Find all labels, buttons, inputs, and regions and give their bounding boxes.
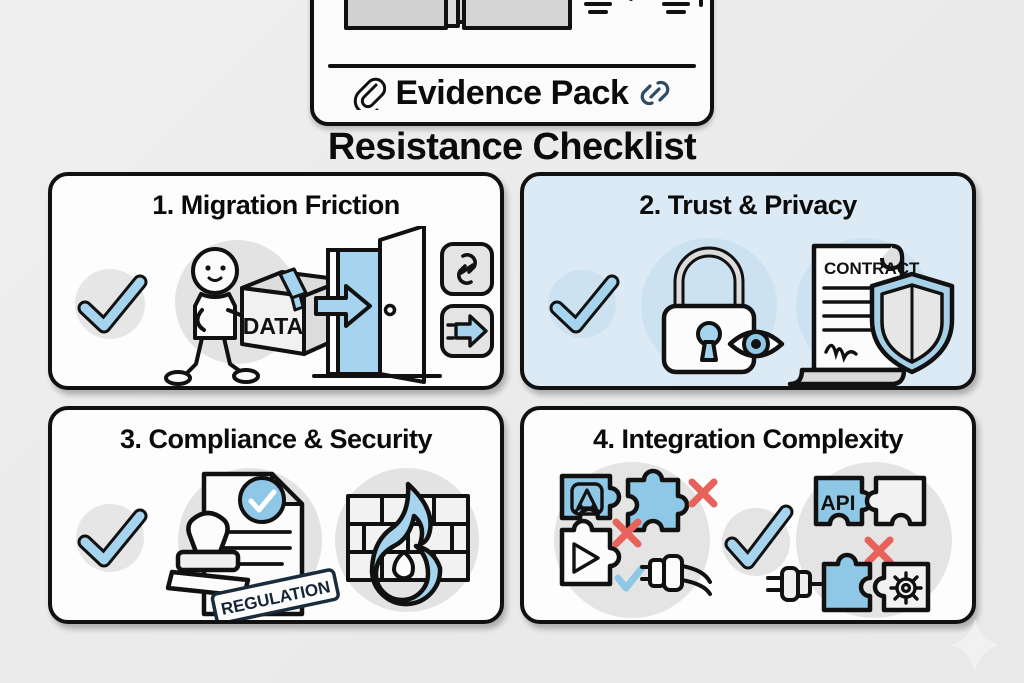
chain-link-button-icon [440,242,494,296]
plug-icon [640,554,712,596]
checklist-card-trust-privacy[interactable]: 2. Trust & Privacy [520,172,976,390]
trust-privacy-artwork: CONTRACT [548,238,955,386]
checklist-card-compliance-security[interactable]: 3. Compliance & Security [48,406,504,624]
migration-friction-artwork: DATA [75,226,494,386]
puzzle-piece-icon [864,475,927,527]
flame-icon [369,481,443,607]
card-title: 4. Integration Complexity [592,424,904,454]
gear-puzzle-icon [872,561,931,613]
check-mark-icon [77,274,148,334]
check-mark-icon [724,504,794,570]
dashed-arrow-button-icon [440,304,494,358]
checklist-card-integration-complexity[interactable]: 4. Integration Complexity [520,406,976,624]
evidence-pack-header: Evidence Pack [0,0,1024,126]
signature-icon [824,343,858,363]
plug-icon [766,566,826,602]
card-title: 3. Compliance & Security [119,424,433,454]
page-title: Resistance Checklist [327,126,697,168]
checklist-card-migration-friction[interactable]: 1. Migration Friction [48,172,504,390]
evidence-pack-label: Evidence Pack [395,73,629,112]
blue-arrow-icon [314,284,372,328]
evidence-pack-badge: Evidence Pack [310,0,714,126]
play-store-puzzle-icon [559,518,622,587]
integration-complexity-artwork: API [554,462,952,618]
small-check-icon [614,564,646,592]
compliance-security-artwork: REGULATION [76,468,479,620]
api-label: API [820,492,855,515]
padlock-icon [661,246,757,375]
puzzle-piece-icon [625,468,690,533]
card-title: 1. Migration Friction [152,190,400,220]
evidence-pack-divider [328,64,696,68]
red-x-icon [864,536,894,566]
sparkle-icon [951,619,999,671]
card-title: 2. Trust & Privacy [639,190,857,220]
puzzle-piece-icon [821,552,873,613]
gear-icon [889,571,923,605]
contract-label: CONTRACT [824,259,920,278]
checklist-grid: 1. Migration Friction [48,172,976,624]
red-x-icon [688,478,718,508]
data-box-label: DATA [243,313,303,339]
person-carrying-box-icon [164,247,266,386]
shield-icon [869,271,955,375]
approved-badge [238,476,286,524]
paperclip-icon [353,77,386,110]
check-mark-icon [549,274,620,334]
red-x-icon [612,518,642,548]
face [205,265,226,271]
evidence-pack-artwork [344,0,703,30]
eye-icon [727,329,785,359]
app-store-puzzle-icon [559,473,622,521]
chain-link-icon [641,80,670,106]
check-mark-icon [77,508,148,568]
api-puzzle-icon: API [813,475,874,527]
